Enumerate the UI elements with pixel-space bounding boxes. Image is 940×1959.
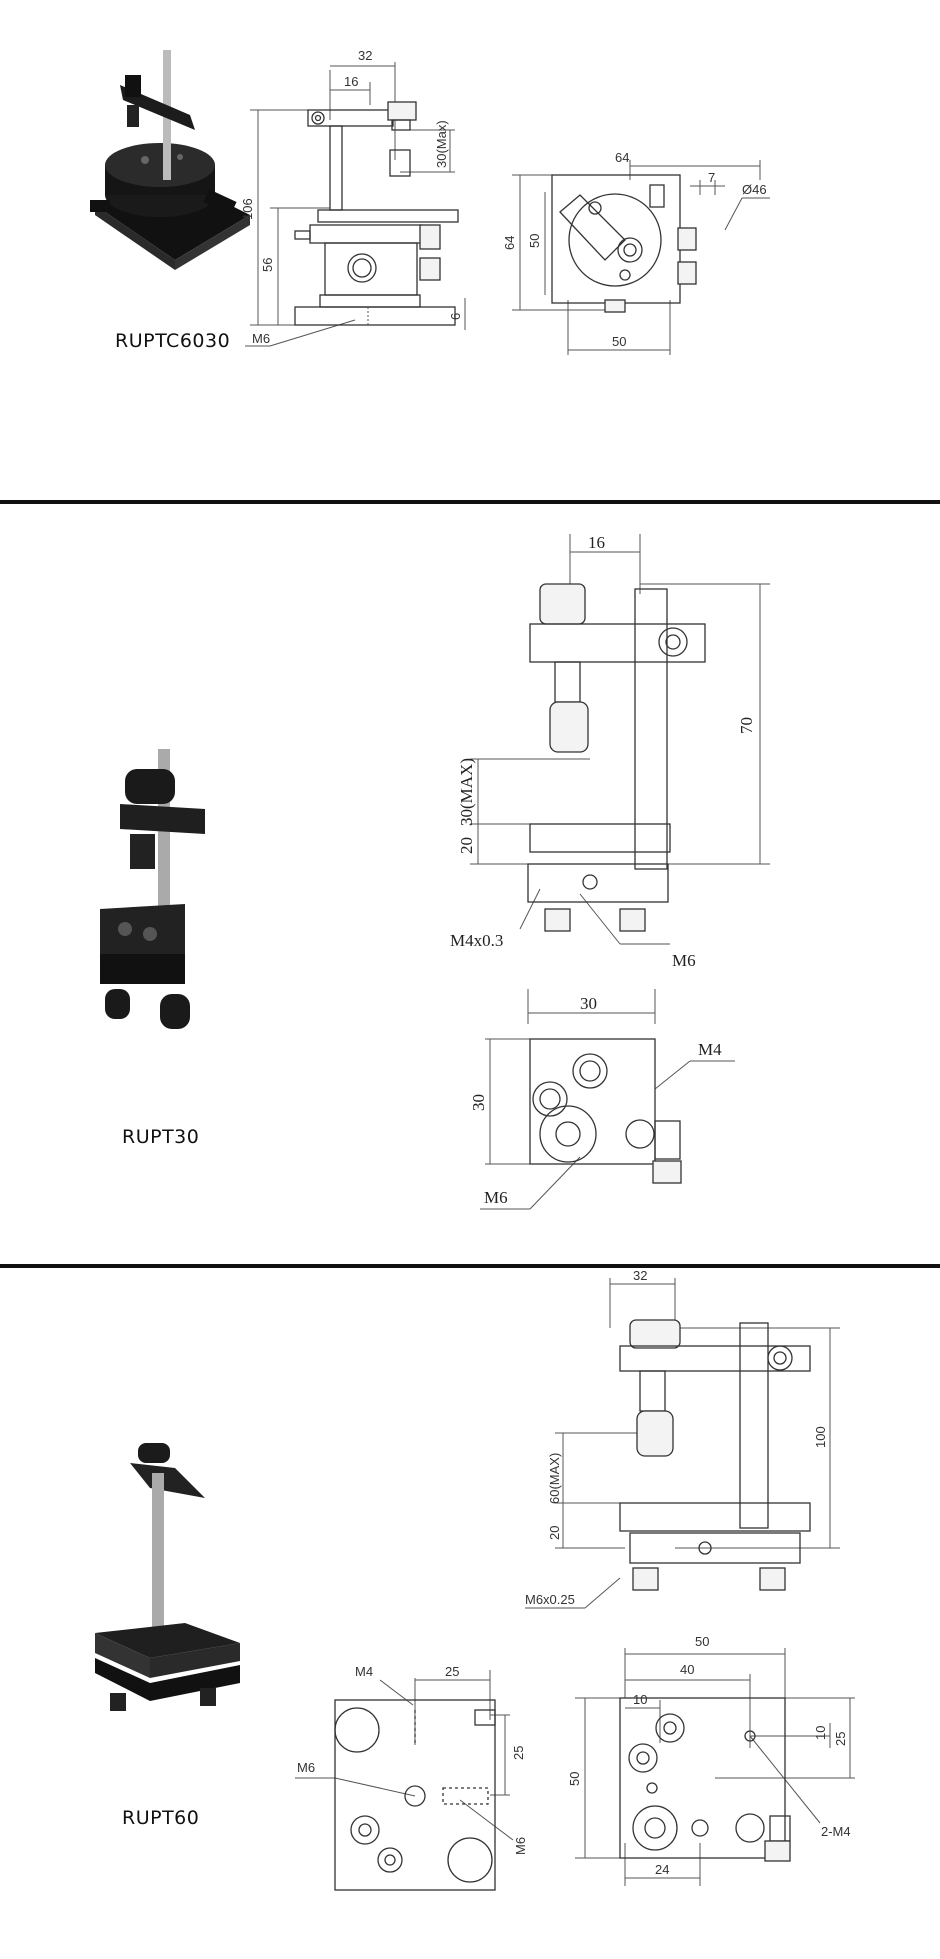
dim-10h: 10	[813, 1726, 828, 1740]
dim-30max: 30(Max)	[434, 120, 449, 168]
dim-20: 20	[547, 1526, 562, 1540]
dim-m6: M6	[672, 951, 696, 970]
dim-60max: 60(MAX)	[547, 1453, 562, 1504]
rupt30-top-view: 30 30 M4 M6	[469, 989, 735, 1210]
dim-2m4: 2-M4	[821, 1824, 851, 1839]
dim-64w: 64	[615, 150, 629, 165]
rupt30-side-view: 16 70 30(MAX) 20 M4x0.3 M6	[450, 533, 770, 970]
dim-30h: 30	[469, 1094, 488, 1111]
dim-64h: 64	[502, 236, 517, 250]
rupt60-name: RUPT60	[122, 1807, 200, 1829]
section-rupt60: RUPT60 32 100 60(MAX) 20 M6x0.25	[0, 1268, 940, 1959]
ruptc6030-name: RUPTC6030	[115, 330, 231, 352]
dim-50h: 50	[567, 1772, 582, 1786]
dim-20: 20	[457, 837, 476, 854]
dim-30max: 30(MAX)	[457, 758, 476, 826]
rupt60-left-view: M4 25 25 M6 M6	[295, 1664, 528, 1891]
dim-40: 40	[680, 1662, 694, 1677]
dim-50w: 50	[612, 334, 626, 349]
section-ruptc6030: RUPTC6030	[0, 0, 940, 500]
dim-56: 56	[260, 258, 275, 272]
ruptc6030-side-view: 32 16 106 56 30(Max) 6 M6	[240, 48, 466, 347]
dim-6: 6	[448, 313, 463, 320]
rupt30-name: RUPT30	[122, 1126, 200, 1148]
dim-32: 32	[358, 48, 372, 63]
dim-10w: 10	[633, 1692, 647, 1707]
dim-30w: 30	[580, 994, 597, 1013]
dim-24: 24	[655, 1862, 669, 1877]
section-divider-2	[0, 1264, 940, 1268]
dim-25h: 25	[511, 1746, 526, 1760]
rupt60-side-view: 32 100 60(MAX) 20 M6x0.25	[525, 1268, 840, 1609]
ruptc6030-product-photo	[90, 50, 250, 270]
dim-25w: 25	[445, 1664, 459, 1679]
dim-m6a: M6	[297, 1760, 315, 1775]
dim-16: 16	[344, 74, 358, 89]
dim-7: 7	[708, 170, 715, 185]
dim-m4x03: M4x0.3	[450, 931, 503, 950]
rupt60-product-photo	[95, 1443, 240, 1711]
dim-m6b: M6	[513, 1837, 528, 1855]
dim-m4: M4	[355, 1664, 373, 1679]
dim-50h: 50	[527, 234, 542, 248]
rupt30-product-photo	[100, 749, 205, 1029]
dim-m6: M6	[252, 331, 270, 346]
dim-m6: M6	[484, 1188, 508, 1207]
section-rupt30: RUPT30 16 70 30(MAX) 20 M4x0.3 M6	[0, 504, 940, 1264]
rupt60-top-view: 50 40 10 10 25 50 2-M4 24	[567, 1634, 855, 1886]
ruptc6030-top-view: 64 7 Ø46 64 50 50	[502, 150, 770, 355]
dim-32: 32	[633, 1268, 647, 1283]
dim-106: 106	[240, 198, 255, 220]
dim-70: 70	[737, 717, 756, 734]
section-divider-1	[0, 500, 940, 504]
dim-25h: 25	[833, 1732, 848, 1746]
dim-100: 100	[813, 1426, 828, 1448]
dim-16: 16	[588, 533, 605, 552]
dim-m4: M4	[698, 1040, 722, 1059]
dim-50w: 50	[695, 1634, 709, 1649]
dim-dia46: Ø46	[742, 182, 767, 197]
dim-m6x025: M6x0.25	[525, 1592, 575, 1607]
